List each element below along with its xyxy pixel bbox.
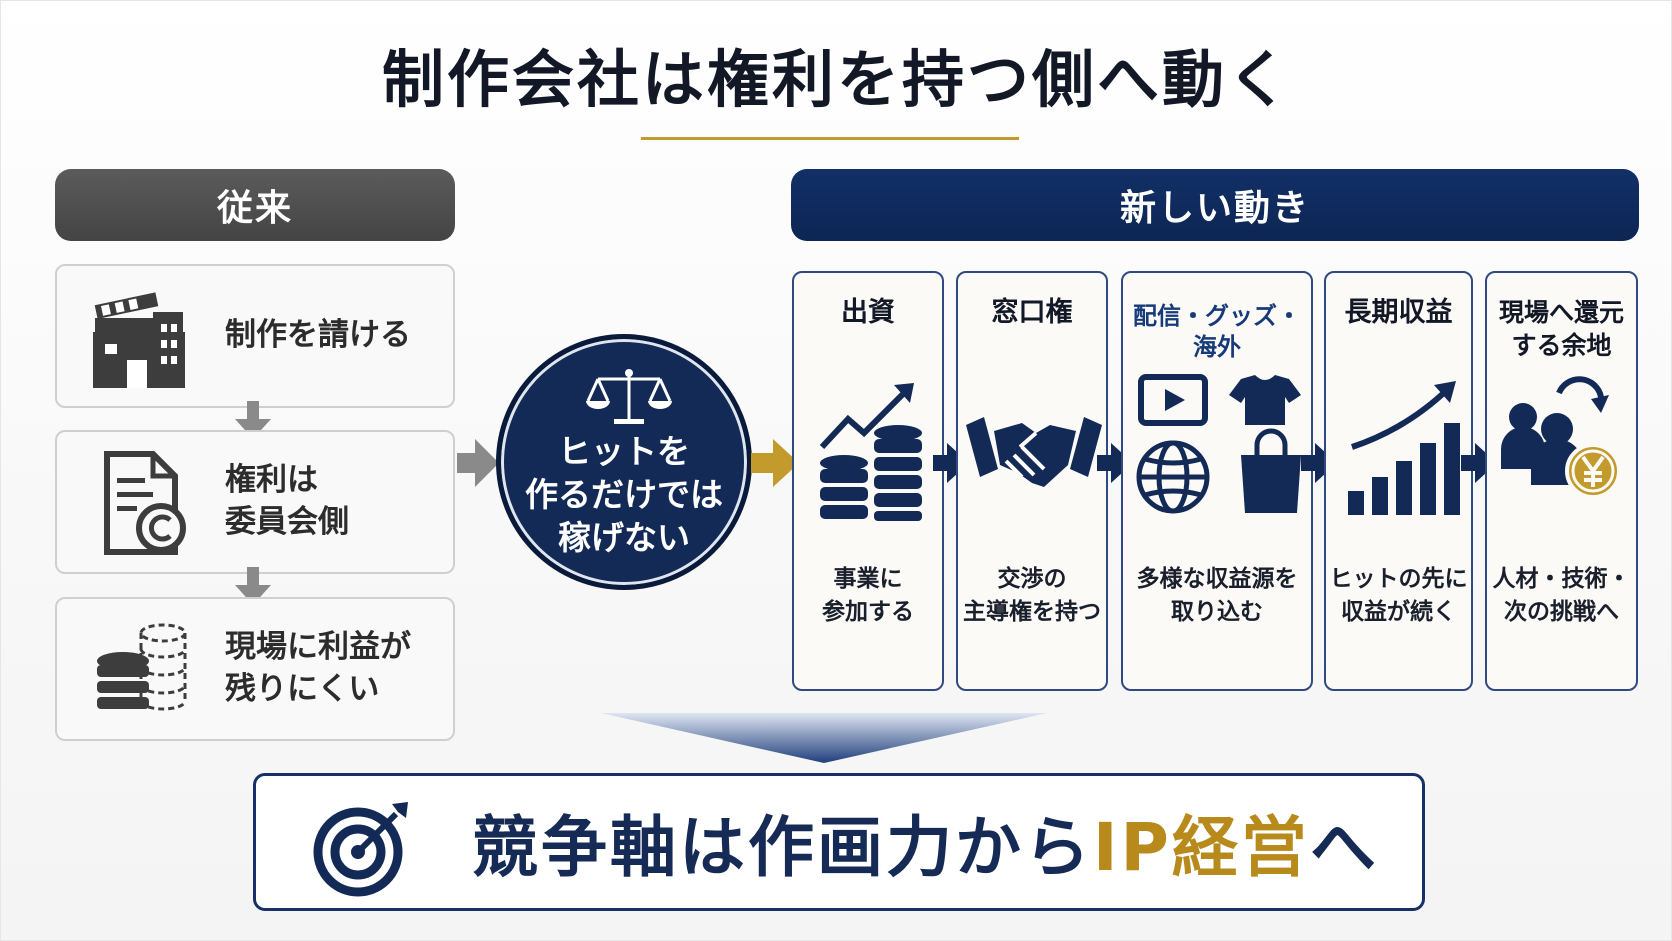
- card-1-body-1: 事業に: [833, 566, 903, 592]
- new-card-long-term: 長期収益 ヒットの先に 収益が続く: [1324, 271, 1473, 691]
- card-3-title: 配信・グッズ・海外: [1133, 302, 1301, 362]
- page-title: 制作会社は権利を持つ側へ動く: [381, 43, 1292, 116]
- old-item-studio: 制作を請ける: [55, 264, 455, 408]
- copyright-document-icon: [104, 451, 186, 555]
- conclusion-main: 競争軸は作画力から: [472, 809, 1093, 886]
- card-5-body-2: 次の挑戦へ: [1504, 599, 1619, 626]
- studio-building-icon: [93, 292, 185, 388]
- card-4-title: 長期収益: [1344, 297, 1453, 328]
- card-5-title-2: する余地: [1511, 330, 1612, 360]
- old-item-3-line2: 残りにくい: [225, 671, 380, 707]
- old-item-2-line2: 委員会側: [225, 504, 349, 540]
- balance-scale-icon: [586, 369, 672, 424]
- conclusion-end: へ: [1309, 809, 1379, 886]
- new-card-revenue-sources: 配信・グッズ・海外 多様な収益源を 取り込む: [1121, 271, 1313, 691]
- center-line-2: 作るだけでは: [525, 474, 723, 514]
- title-underline: [641, 137, 1019, 140]
- old-item-rights: 権利は 委員会側: [55, 430, 455, 574]
- center-circle: ヒットを 作るだけでは 稼げない: [496, 334, 752, 590]
- old-item-3-line1: 現場に利益が: [225, 629, 411, 666]
- funnel-arrow-icon: [601, 713, 1047, 763]
- new-card-return-to-field: 現場へ還元 する余地 人材・技術・ 次の挑戦へ: [1485, 271, 1638, 691]
- gold-right-arrow-icon: [751, 439, 799, 487]
- card-2-body-1: 交渉の: [997, 566, 1067, 592]
- old-item-profit: 現場に利益が 残りにくい: [55, 597, 455, 741]
- gray-right-arrow-icon: [457, 439, 499, 487]
- center-line-1: ヒットを: [558, 432, 690, 471]
- card-1-title: 出資: [841, 297, 895, 328]
- coin-stack-icon: [97, 623, 187, 711]
- center-line-3: 稼げない: [558, 517, 690, 557]
- growth-bars-icon: [1348, 381, 1460, 515]
- coins-growth-icon: [819, 383, 922, 521]
- down-arrow-icon: [235, 401, 271, 439]
- media-goods-global-icon: [1136, 374, 1301, 514]
- new-header: 新しい動き: [791, 169, 1639, 241]
- target-icon: [313, 802, 408, 897]
- card-5-title: 現場へ還元 する余地: [1487, 297, 1636, 362]
- card-2-title: 窓口権: [991, 297, 1073, 328]
- down-arrow-icon: [235, 567, 271, 605]
- card-4-body-2: 収益が続く: [1341, 599, 1456, 626]
- old-header: 従来: [55, 169, 455, 241]
- conclusion-highlight: IP経営: [1093, 809, 1310, 886]
- card-5-body-1: 人材・技術・: [1492, 566, 1631, 592]
- card-3-body-2: 取り込む: [1171, 599, 1263, 626]
- card-3-body-1: 多様な収益源を: [1136, 566, 1298, 592]
- handshake-icon: [966, 417, 1102, 487]
- old-item-1-text: 制作を請ける: [225, 317, 411, 354]
- new-card-window-rights: 窓口権 交渉の 主導権を持つ: [956, 271, 1108, 691]
- card-4-body-1: ヒットの先に: [1329, 566, 1468, 592]
- people-yen-icon: [1501, 376, 1621, 499]
- new-card-investment: 出資 事業に 参加する: [792, 271, 944, 691]
- card-2-body-2: 主導権を持つ: [963, 599, 1101, 626]
- old-item-2-line1: 権利は: [225, 462, 318, 499]
- card-5-title-1: 現場へ還元: [1498, 298, 1624, 327]
- card-1-body-2: 参加する: [822, 599, 914, 626]
